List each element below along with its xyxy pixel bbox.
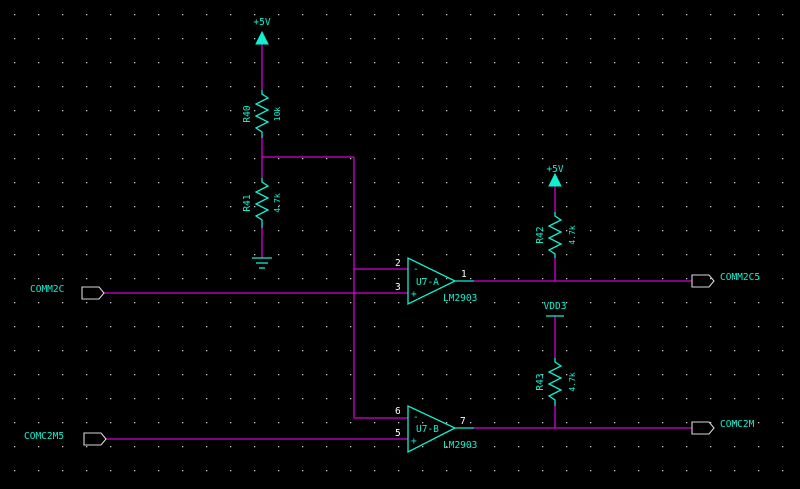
resistor-value: 4.7k [273, 193, 282, 212]
port-arrow-icon[interactable] [691, 421, 715, 435]
power-vdd3: VDD3 [544, 301, 567, 317]
opamp-plus-sign: + [411, 436, 417, 447]
port-comc2m[interactable]: COMC2M [691, 419, 755, 435]
opamp-ref: U7-B [416, 424, 439, 435]
resistor-icon [254, 178, 270, 228]
power-5v-right: +5V [546, 164, 564, 187]
opamp-part: LM2903 [443, 293, 477, 304]
pin-number: 5 [395, 428, 401, 439]
power-arrow-icon [548, 172, 562, 187]
port-label: COMC2M5 [24, 431, 64, 442]
resistor-icon [547, 358, 563, 406]
port-comm2c[interactable]: COMM2C [30, 284, 105, 300]
resistor-icon [254, 90, 270, 138]
resistor-value: 4.7k [568, 225, 577, 244]
power-label: +5V [253, 17, 270, 28]
opamp-ref: U7-A [416, 277, 439, 288]
resistor-ref: R43 [535, 373, 546, 390]
resistor-value: 10k [273, 107, 282, 122]
opamp-u7b: - + U7-B LM2903 6 5 7 [395, 404, 477, 454]
port-comc2m5[interactable]: COMC2M5 [24, 431, 107, 446]
pin-number: 1 [461, 269, 467, 280]
resistor-ref: R41 [242, 194, 253, 211]
port-arrow-icon[interactable] [691, 274, 715, 288]
port-label: COMC2M [720, 419, 755, 430]
power-arrow-icon [255, 30, 269, 45]
grid-dots [14, 14, 784, 472]
resistor-value: 4.7k [568, 372, 577, 391]
power-label: VDD3 [544, 301, 567, 312]
port-label: COMM2C5 [720, 272, 760, 283]
port-comm2c5[interactable]: COMM2C5 [691, 272, 760, 288]
opamp-u7a: - + U7-A LM2903 2 3 1 [395, 256, 477, 306]
opamp-plus-sign: + [411, 289, 417, 300]
opamp-part: LM2903 [443, 440, 477, 451]
opamp-triangle-icon [407, 256, 457, 306]
opamp-triangle-icon [407, 404, 457, 454]
resistor-r41: R41 4.7k [242, 178, 282, 228]
resistor-r43: R43 4.7k [535, 358, 577, 406]
port-arrow-icon[interactable] [81, 286, 105, 300]
pin-number: 3 [395, 282, 401, 293]
port-label: COMM2C [30, 284, 64, 295]
pin-number: 7 [460, 416, 466, 427]
opamp-minus-sign: - [413, 264, 419, 275]
power-5v-top: +5V [253, 17, 271, 45]
ground-symbol [252, 257, 272, 269]
resistor-icon [547, 212, 563, 258]
pin-number: 6 [395, 406, 401, 417]
wires [104, 44, 692, 440]
port-arrow-icon[interactable] [83, 432, 107, 446]
resistor-r40: R40 10k [242, 90, 282, 138]
power-label: +5V [546, 164, 563, 175]
resistor-ref: R42 [535, 226, 546, 243]
resistor-r42: R42 4.7k [535, 212, 577, 258]
pin-number: 2 [395, 258, 401, 269]
opamp-minus-sign: - [413, 412, 419, 423]
resistor-ref: R40 [242, 105, 253, 122]
